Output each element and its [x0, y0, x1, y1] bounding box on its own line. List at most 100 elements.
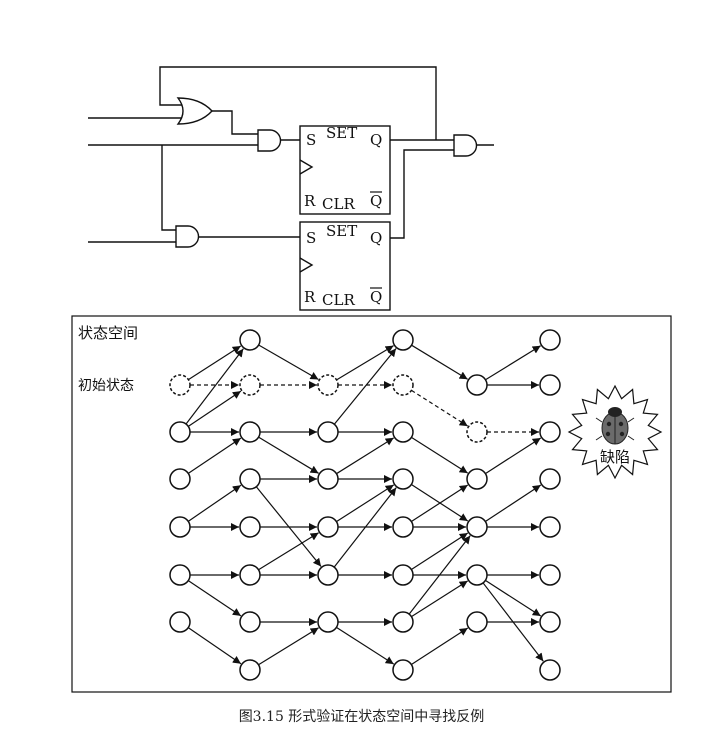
ff1-q-label: Q	[370, 131, 382, 149]
counterexample-path-edge	[411, 389, 469, 427]
state-node	[317, 468, 339, 490]
transition-edge	[187, 484, 242, 522]
transition-edge	[411, 344, 468, 380]
flipflop-bottom-clock	[299, 257, 314, 273]
transition-edge	[185, 348, 244, 425]
or-gate	[176, 97, 213, 125]
state-node	[239, 611, 261, 633]
state-node	[239, 421, 261, 443]
transition-edge	[485, 437, 542, 475]
state-node	[539, 374, 561, 396]
state-node	[239, 564, 261, 586]
transition-edge	[411, 483, 469, 522]
ff2-qbar-label: Q	[370, 288, 382, 306]
state-node	[239, 516, 261, 538]
transition-edge	[411, 436, 469, 474]
state-space-title: 状态空间	[78, 324, 138, 342]
and-gate-1	[257, 129, 282, 152]
state-node	[539, 516, 561, 538]
transition-edge	[255, 486, 322, 567]
transition-edge	[187, 627, 242, 665]
state-node	[392, 468, 414, 490]
transition-edge	[187, 437, 242, 474]
ff1-set-label: SET	[326, 124, 357, 142]
ff2-r-label: R	[304, 288, 316, 306]
ladybug-icon	[595, 407, 635, 445]
ff1-qbar-label: Q	[370, 192, 382, 210]
state-edges	[185, 344, 544, 666]
transition-edge	[336, 345, 394, 381]
transition-edge	[336, 484, 395, 523]
defect-burst: 缺陷	[567, 384, 663, 480]
transition-edge	[336, 626, 395, 665]
state-node	[169, 611, 191, 633]
feedback-wire	[159, 66, 437, 140]
transition-edge	[411, 532, 469, 571]
transition-edge	[336, 437, 394, 475]
transition-edge	[333, 487, 397, 568]
transition-edge	[258, 532, 319, 571]
state-node	[539, 659, 561, 681]
state-node	[539, 611, 561, 633]
ff2-s-label: S	[306, 229, 316, 247]
state-node	[539, 421, 561, 443]
state-node	[169, 516, 191, 538]
state-node	[169, 468, 191, 490]
branch-wire	[161, 145, 176, 231]
transition-edge	[485, 579, 542, 617]
state-node	[239, 468, 261, 490]
transition-edge	[485, 345, 541, 381]
figure-caption: 图3.15 形式验证在状态空间中寻找反例	[238, 709, 485, 725]
flipflop-bottom-labels: S SET Q R CLR Q	[304, 222, 382, 309]
state-node	[539, 564, 561, 586]
counterexample-state-node	[169, 374, 191, 396]
ff1-s-label: S	[306, 131, 316, 149]
and-gate-output	[453, 134, 478, 157]
circuit-diagram	[88, 66, 494, 311]
ff1-r-label: R	[304, 192, 316, 210]
state-node	[392, 659, 414, 681]
transition-edge	[408, 535, 471, 615]
state-node	[392, 329, 414, 351]
state-node	[466, 374, 488, 396]
defect-label: 缺陷	[600, 448, 630, 466]
state-node	[466, 468, 488, 490]
ff2-q-label: Q	[370, 229, 382, 247]
and-gate-2	[175, 225, 200, 248]
state-node	[392, 564, 414, 586]
transition-edge	[187, 390, 242, 427]
flipflop-top-clock	[299, 159, 314, 175]
ff2-clr-label: CLR	[322, 291, 355, 309]
counterexample-state-node	[317, 374, 339, 396]
transition-edge	[258, 344, 319, 381]
transition-edge	[187, 580, 242, 617]
state-nodes	[169, 329, 561, 681]
state-node	[317, 564, 339, 586]
flipflop-bottom	[299, 221, 391, 311]
counterexample-state-node	[392, 374, 414, 396]
transition-edge	[485, 484, 542, 523]
transition-edge	[258, 627, 319, 666]
state-node	[317, 421, 339, 443]
state-space-frame	[71, 315, 672, 693]
transition-edge	[333, 348, 397, 425]
state-node	[466, 516, 488, 538]
state-node	[317, 611, 339, 633]
transition-edge	[411, 580, 469, 618]
state-node	[239, 329, 261, 351]
or-to-and-wire	[212, 110, 258, 135]
state-node	[239, 659, 261, 681]
state-node	[317, 516, 339, 538]
state-node	[392, 611, 414, 633]
state-node	[169, 564, 191, 586]
state-node	[392, 421, 414, 443]
flipflop-top	[299, 125, 391, 215]
transition-edge	[411, 627, 469, 666]
state-node	[392, 516, 414, 538]
state-node	[539, 329, 561, 351]
initial-state-label: 初始状态	[78, 377, 134, 394]
state-node	[466, 611, 488, 633]
state-node	[169, 421, 191, 443]
state-node	[539, 468, 561, 490]
